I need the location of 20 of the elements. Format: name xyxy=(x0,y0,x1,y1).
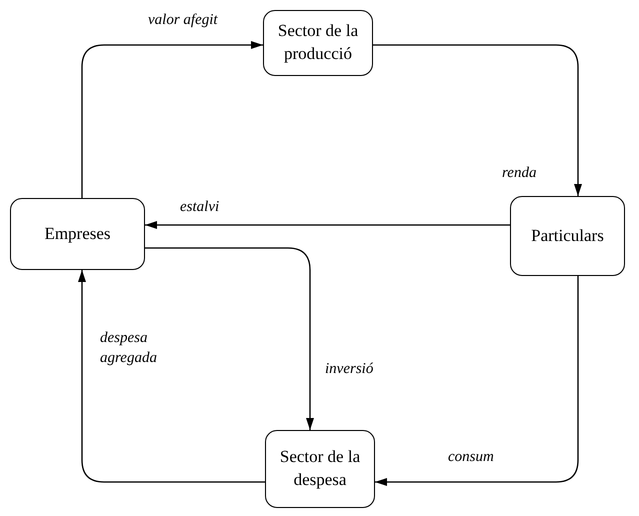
edge-label: renda xyxy=(502,164,536,183)
node-label: Sector de la despesa xyxy=(278,446,362,491)
arrow xyxy=(145,247,314,430)
arrow xyxy=(375,276,579,486)
arrow xyxy=(78,270,265,483)
edge-label: estalvi xyxy=(180,198,220,217)
process-box xyxy=(263,10,373,76)
node-label: Particulars xyxy=(531,224,604,247)
edge-label: despesa agregada xyxy=(100,329,158,368)
node-label: Empreses xyxy=(44,222,111,245)
process-box xyxy=(10,198,145,270)
arrow xyxy=(145,221,510,229)
edge-label: consum xyxy=(448,448,494,467)
node-label: Sector de la producció xyxy=(276,20,360,65)
arrow xyxy=(373,44,582,196)
edge-label: valor afegit xyxy=(148,11,218,30)
edge-label: inversió xyxy=(325,360,374,379)
process-box xyxy=(265,430,375,508)
process-box xyxy=(510,196,625,276)
arrow xyxy=(81,41,263,198)
